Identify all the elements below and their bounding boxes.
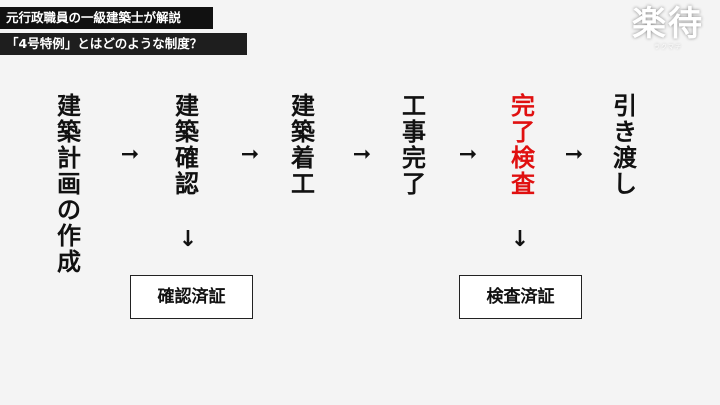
brand-logo: 楽待 ラクマチ xyxy=(626,4,710,52)
step-building-plan: 建築計画の作成 xyxy=(57,92,81,276)
step-construction-complete: 工事完了 xyxy=(402,92,426,198)
step-building-confirmation: 建築確認 xyxy=(175,92,199,198)
down-arrow-icon: ↓ xyxy=(178,227,198,252)
step-handover: 引き渡し xyxy=(613,92,637,198)
header-badge-author: 元行政職員の一級建築士が解説 xyxy=(0,7,213,29)
right-arrow-icon: ➞ xyxy=(458,142,478,167)
right-arrow-icon: ➞ xyxy=(352,142,372,167)
certificate-confirmation-box: 確認済証 xyxy=(130,275,253,319)
brand-logo-sub: ラクマチ xyxy=(653,44,682,51)
right-arrow-icon: ➞ xyxy=(240,142,260,167)
right-arrow-icon: ➞ xyxy=(564,142,584,167)
right-arrow-icon: ➞ xyxy=(120,142,140,167)
brand-logo-kanji: 楽待 xyxy=(632,4,704,44)
header-badge-topic: 「4号特例」とはどのような制度？ xyxy=(0,33,247,55)
down-arrow-icon: ↓ xyxy=(510,227,530,252)
certificate-inspection-box: 検査済証 xyxy=(459,275,582,319)
step-construction-start: 建築着工 xyxy=(291,92,315,198)
step-completion-inspection: 完了検査 xyxy=(511,92,535,198)
